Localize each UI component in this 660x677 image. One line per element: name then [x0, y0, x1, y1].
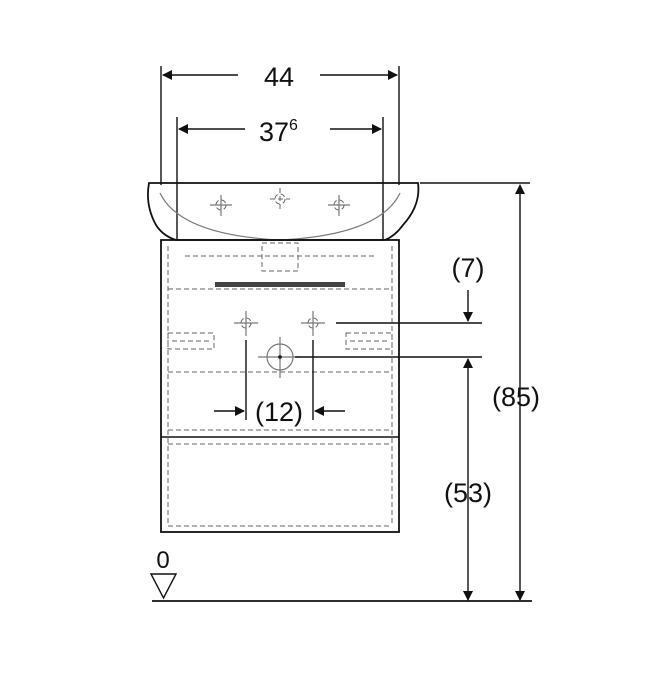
basin-width-dimension: 376: [176, 117, 384, 240]
basin-fixing-left-icon: [210, 195, 232, 216]
overall-width-dimension: 44: [160, 62, 400, 185]
basin-width-superscript: 6: [289, 117, 298, 134]
supply-offset-label: (7): [452, 253, 485, 283]
overall-height-dimension: (85): [420, 182, 540, 601]
waste-height-dimension: (53): [444, 358, 492, 601]
supply-right-icon: [301, 311, 325, 336]
basin-fixing-right-icon: [328, 195, 350, 216]
supply-left-icon: [234, 311, 258, 336]
washbasin: [147, 182, 420, 241]
supply-spacing-label: (12): [255, 397, 303, 427]
basin-width-value: 37: [259, 117, 289, 147]
floor-level: 0: [149, 547, 532, 602]
overall-height-label: (85): [492, 382, 540, 412]
supply-spacing-dimension: (12): [214, 340, 345, 427]
basin-width-label: 376: [259, 117, 298, 147]
waste-outlet-icon: [258, 337, 302, 378]
level-triangle-icon: [149, 573, 178, 600]
drawer-handle: [215, 282, 345, 287]
vanity-cabinet: [160, 239, 400, 533]
tap-hole-icon: [274, 193, 286, 205]
supply-offset-dimension: (7): [295, 253, 485, 358]
overall-width-label: 44: [264, 62, 294, 92]
waste-height-label: (53): [444, 478, 492, 508]
floor-level-label: 0: [156, 547, 169, 574]
